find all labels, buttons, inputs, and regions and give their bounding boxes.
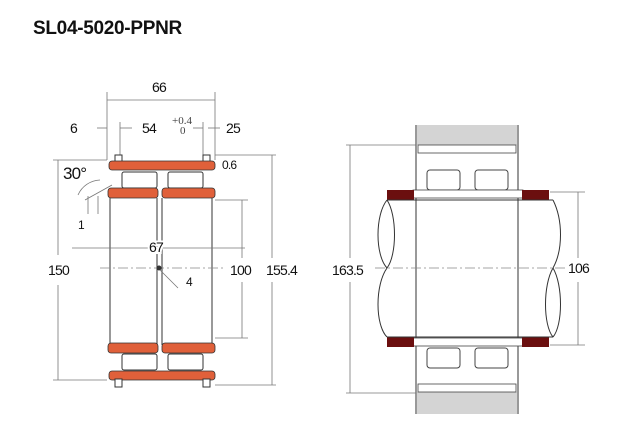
- inner-ring-bottom-right: [161, 342, 216, 354]
- outer-ring-top: [108, 160, 216, 171]
- inner-ring-top-right: [161, 187, 216, 199]
- inner-ring-bottom-left: [107, 342, 159, 354]
- width-label: 66: [152, 79, 167, 95]
- outer-ring-bottom: [108, 370, 216, 381]
- left-section-view: 66 6 54 +0.4 0 25 0.6: [48, 79, 299, 388]
- right-assembly-view: 163.5 106: [332, 125, 591, 414]
- left-offset-label: 6: [70, 120, 78, 136]
- right-offset-label: 25: [226, 120, 241, 136]
- groove-label: 4: [186, 275, 193, 289]
- shaft-dia-label: 106: [568, 260, 590, 276]
- sleeve-top-right: [522, 190, 549, 200]
- part-number-title: SL04-5020-PPNR: [33, 18, 182, 39]
- shaft: [387, 199, 553, 338]
- inner-span-label: 54: [142, 120, 157, 136]
- sleeve-bottom-right: [522, 337, 549, 347]
- housing-dia-label: 163.5: [332, 262, 364, 278]
- step-label: 1: [78, 218, 85, 232]
- roller-dia-label: 67: [149, 239, 164, 255]
- tolerance-upper: +0.4: [172, 115, 192, 127]
- tolerance-lower: 0: [180, 125, 186, 137]
- bore-label: 100: [230, 262, 252, 278]
- angle-label: 30°: [63, 164, 86, 183]
- max-dia-label: 155.4: [266, 262, 298, 278]
- sleeve-bottom-left: [387, 337, 414, 347]
- sleeve-top-left: [387, 190, 414, 200]
- inner-ring-top-left: [107, 187, 159, 199]
- chamfer-label: 0.6: [222, 158, 237, 172]
- outer-dia-label: 150: [48, 262, 70, 278]
